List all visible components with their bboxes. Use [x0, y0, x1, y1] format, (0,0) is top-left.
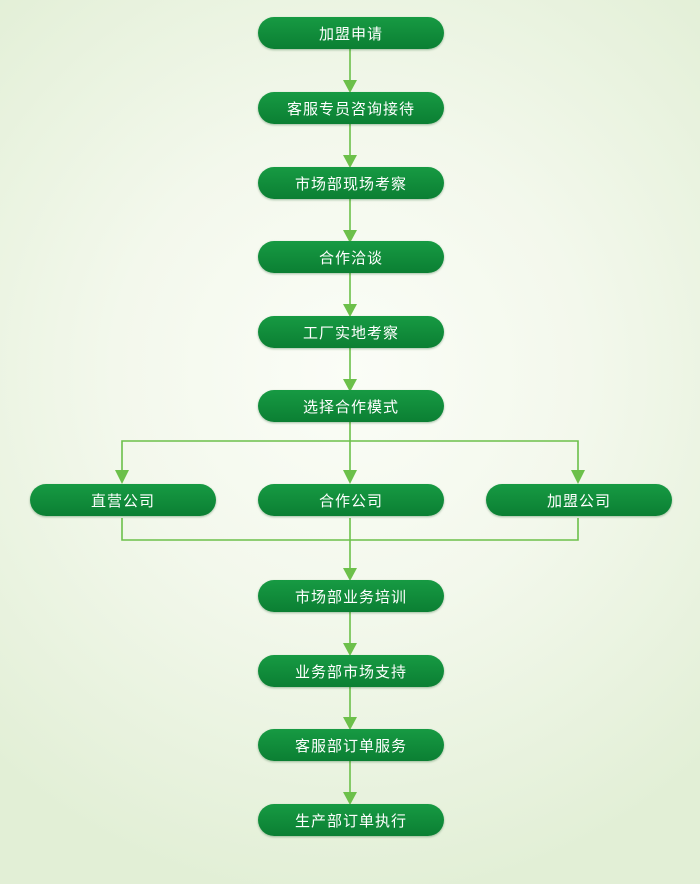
- step-label: 合作洽谈: [318, 248, 383, 267]
- arrowhead-8-9: [343, 717, 357, 730]
- option-partner-company: 合作公司: [258, 484, 444, 516]
- option-label: 直营公司: [90, 491, 155, 510]
- step-factory-inspection: 工厂实地考察: [258, 316, 444, 348]
- step-label: 加盟申请: [318, 24, 383, 43]
- arrowhead-7-8: [343, 643, 357, 656]
- arrowhead-merge-7: [343, 568, 357, 581]
- arrowhead-o1: [115, 470, 129, 484]
- step-label: 选择合作模式: [302, 397, 399, 416]
- step-market-site-inspection: 市场部现场考察: [258, 167, 444, 199]
- arrowhead-4-5: [343, 304, 357, 317]
- step-label: 业务部市场支持: [294, 662, 407, 681]
- step-business-training: 市场部业务培训: [258, 580, 444, 612]
- option-direct-company: 直营公司: [30, 484, 216, 516]
- step-order-service: 客服部订单服务: [258, 729, 444, 761]
- step-cooperation-negotiation: 合作洽谈: [258, 241, 444, 273]
- arrowhead-5-6: [343, 379, 357, 392]
- step-label: 市场部业务培训: [294, 587, 407, 606]
- step-order-execution: 生产部订单执行: [258, 804, 444, 836]
- option-label: 合作公司: [318, 491, 383, 510]
- step-customer-service-consultation: 客服专员咨询接待: [258, 92, 444, 124]
- step-label: 客服专员咨询接待: [286, 99, 415, 118]
- step-franchise-application: 加盟申请: [258, 17, 444, 49]
- step-choose-cooperation-mode: 选择合作模式: [258, 390, 444, 422]
- arrowhead-1-2: [343, 80, 357, 93]
- step-label: 市场部现场考察: [294, 174, 407, 193]
- option-franchise-company: 加盟公司: [486, 484, 672, 516]
- arrowhead-o2: [343, 470, 357, 484]
- arrowhead-o3: [571, 470, 585, 484]
- step-label: 生产部订单执行: [294, 811, 407, 830]
- step-market-support: 业务部市场支持: [258, 655, 444, 687]
- arrowhead-9-10: [343, 792, 357, 805]
- arrowhead-2-3: [343, 155, 357, 168]
- step-label: 客服部订单服务: [294, 736, 407, 755]
- option-label: 加盟公司: [546, 491, 611, 510]
- step-label: 工厂实地考察: [302, 323, 399, 342]
- arrowhead-3-4: [343, 230, 357, 243]
